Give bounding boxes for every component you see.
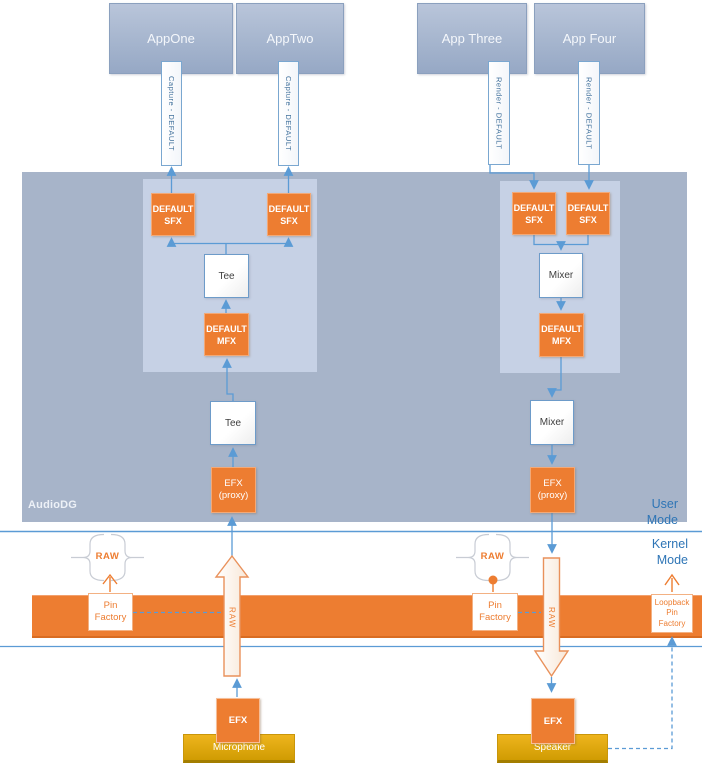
capture-tee-lower-node: Tee (210, 401, 256, 445)
audiodg-panel-label: AudioDG (28, 499, 78, 511)
render-raw-connection-dot (488, 575, 498, 585)
render-sfx-node-left: DEFAULT SFX (512, 192, 556, 235)
capture-mfx-node: DEFAULT MFX (204, 313, 249, 356)
capture-sfx-node-left: DEFAULT SFX (151, 193, 195, 236)
speaker-efx-node: EFX (531, 698, 575, 744)
pin-factory-connectors (102, 573, 680, 592)
render-stream-pipe-appthree: Render - DEFAULT (488, 61, 510, 165)
capture-raw-mode-badge: RAW (95, 551, 120, 562)
capture-stream-pipe-appone: Capture - DEFAULT (161, 61, 182, 166)
capture-pin-arrowhead (102, 573, 118, 585)
loopback-pin-factory-box: Loopback Pin Factory (651, 594, 693, 633)
app-box-appone: AppOne (109, 3, 233, 74)
app-box-appthree: App Three (417, 3, 527, 74)
kernel-mode-label: Kernel Mode (651, 537, 688, 567)
render-raw-stream-label: RAW (547, 607, 556, 629)
capture-pin-factory-box: Pin Factory (88, 593, 133, 631)
capture-stream-pipe-apptwo: Capture - DEFAULT (278, 61, 299, 166)
render-sfx-node-right: DEFAULT SFX (566, 192, 610, 235)
render-mixer-upper-node: Mixer (539, 253, 583, 298)
render-stream-pipe-appfour: Render - DEFAULT (578, 61, 600, 165)
capture-raw-stream-label: RAW (227, 607, 237, 629)
microphone-efx-node: EFX (216, 698, 260, 743)
render-mixer-lower-node: Mixer (530, 400, 574, 445)
capture-sfx-node-right: DEFAULT SFX (267, 193, 311, 236)
microphone-device-bar: Microphone (183, 734, 295, 763)
render-pin-factory-box: Pin Factory (472, 593, 518, 631)
render-raw-mode-badge: RAW (480, 551, 505, 562)
capture-efx-proxy-node: EFX (proxy) (211, 467, 256, 513)
dashed-speaker-loopback-path (608, 636, 677, 750)
user-mode-label: User Mode (646, 497, 678, 527)
kernel-streaming-bus-bar (32, 595, 702, 638)
render-mfx-node: DEFAULT MFX (539, 313, 584, 357)
capture-tee-upper-node: Tee (204, 254, 249, 298)
loopback-up-arrowhead (664, 573, 680, 586)
render-efx-proxy-node: EFX (proxy) (530, 467, 575, 513)
